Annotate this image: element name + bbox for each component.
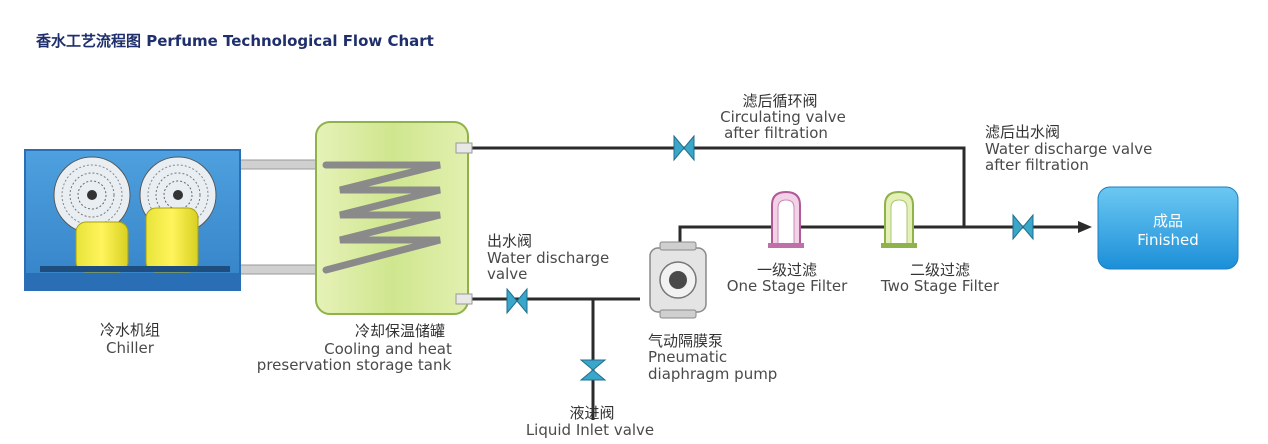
finished-product-box	[1097, 186, 1239, 270]
finished-label-en: Finished	[1137, 231, 1198, 249]
circulating-valve-icon	[673, 134, 695, 162]
circulating-valve-label-en-2: after filtration	[724, 124, 828, 142]
chiller-label-en: Chiller	[106, 339, 155, 357]
page-title: 香水工艺流程图 Perfume Technological Flow Chart	[36, 32, 434, 50]
chiller-label-cn: 冷水机组	[100, 321, 160, 339]
diaphragm-pump-icon	[649, 241, 707, 319]
water-discharge-label-cn: 出水阀	[487, 232, 532, 250]
pump-label-en-1: Pneumatic	[648, 348, 727, 366]
circulating-valve-label-en-1: Circulating valve	[720, 108, 846, 126]
storage-tank	[315, 121, 473, 315]
tank-label-en-1: Cooling and heat	[324, 340, 452, 358]
flow-arrow	[1078, 221, 1092, 233]
discharge-after-filtration-label-en-2: after filtration	[985, 156, 1089, 174]
liquid-inlet-label-en: Liquid Inlet valve	[526, 421, 654, 439]
coil-icon	[322, 161, 441, 274]
circulating-valve-label-cn: 滤后循环阀	[742, 92, 817, 110]
circulation-pipe	[470, 146, 966, 227]
pump-label-cn: 气动隔膜泵	[648, 332, 723, 350]
two-stage-filter-icon	[881, 190, 917, 248]
tank-label-en-2: preservation storage tank	[257, 356, 452, 374]
discharge-after-filtration-label-cn: 滤后出水阀	[985, 123, 1060, 141]
liquid-inlet-label-cn: 液进阀	[569, 404, 614, 422]
discharge-after-filtration-label-en-1: Water discharge valve	[985, 140, 1152, 158]
pump-label-en-2: diaphragm pump	[648, 365, 777, 383]
one-stage-filter-icon	[768, 190, 804, 248]
tank-label-cn: 冷却保温储罐	[355, 322, 445, 340]
water-discharge-label-en-2: valve	[487, 265, 527, 283]
water-discharge-label-en-1: Water discharge	[487, 249, 609, 267]
discharge-after-filtration-valve-icon	[1012, 213, 1034, 241]
filter-one-label-en: One Stage Filter	[727, 277, 848, 295]
filter-two-label-en: Two Stage Filter	[880, 277, 1000, 295]
filter-line-pipe	[678, 225, 1080, 258]
water-discharge-valve-icon	[506, 287, 528, 315]
filter-one-label-cn: 一级过滤	[757, 261, 817, 279]
liquid-inlet-valve-icon	[579, 359, 607, 381]
compressor-tank-icon	[75, 207, 199, 273]
finished-label-cn: 成品	[1153, 212, 1183, 230]
filter-two-label-cn: 二级过滤	[910, 261, 970, 279]
chiller-tank-pipes	[237, 159, 319, 275]
chiller-unit	[24, 149, 241, 291]
